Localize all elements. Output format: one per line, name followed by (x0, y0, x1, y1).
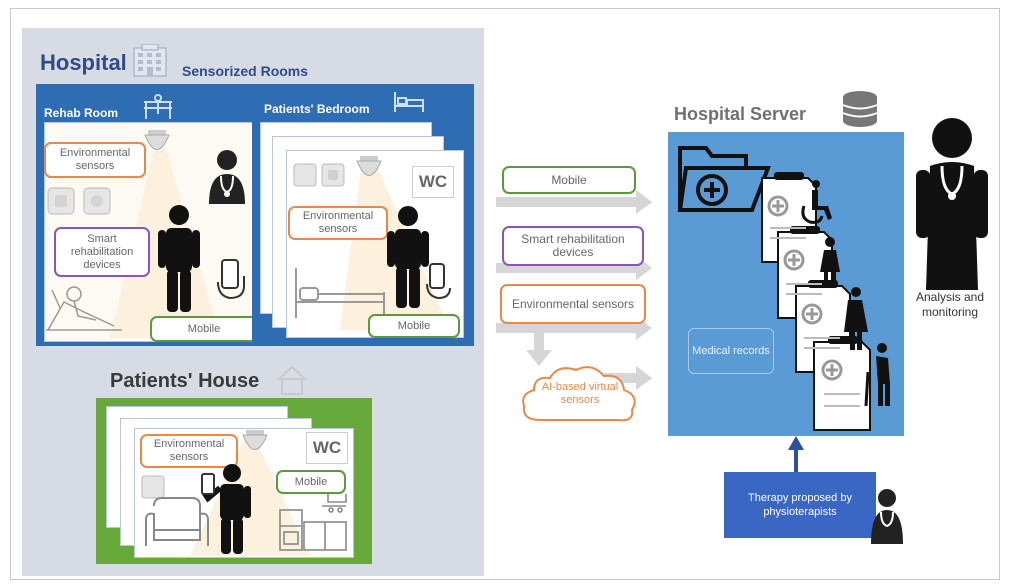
rehab-exercise-bike-icon (46, 286, 122, 331)
bedroom-wc-sign: WC (412, 166, 454, 198)
medical-folder-icon (677, 146, 771, 212)
hand-phone-icon (217, 259, 245, 300)
bedroom-mobile-label: Mobile (368, 314, 460, 338)
ai-virtual-sensors-label: AI-based virtual sensors (541, 381, 619, 406)
flow-smart-devices-label: Smart rehabilitation devices (502, 226, 644, 266)
hospital-title: Hospital (40, 50, 127, 75)
rehab-smart-devices-label: Smart rehabilitation devices (54, 227, 150, 277)
rehab-room-title: Rehab Room (44, 106, 119, 120)
rehab-environmental-sensors-label: Environmental sensors (44, 142, 146, 178)
bedroom-hand-phone-icon (426, 263, 451, 300)
house-ceiling-sensor-icon (242, 430, 268, 450)
physiotherapist-icon (871, 489, 903, 544)
therapy-proposed-box: Therapy proposed by physioterapists (724, 472, 876, 538)
ceiling-sensor-icon (144, 130, 170, 150)
flow-mobile-label: Mobile (502, 166, 636, 194)
bedroom-bed-icon (295, 268, 385, 318)
ai-virtual-sensors-cloud (522, 366, 636, 422)
medical-records-label: Medical records (688, 328, 774, 374)
bed-icon (394, 92, 424, 112)
house-wc-sign: WC (306, 432, 348, 464)
patient-icon (158, 205, 200, 312)
database-icon (842, 91, 878, 127)
bedroom-ceiling-sensor-icon (356, 156, 382, 176)
wall-sensors-icon (47, 187, 111, 215)
kitchen-icon (279, 494, 347, 551)
monitoring-doctor-icon (916, 118, 988, 290)
flow-environmental-sensors-label: Environmental sensors (500, 284, 646, 324)
therapy-up-arrow (788, 436, 804, 474)
medical-records-stack (761, 172, 890, 431)
bedroom-wall-sensors-icon (293, 163, 345, 187)
sofa-icon (145, 497, 209, 546)
hospital-server-title: Hospital Server (674, 104, 807, 124)
house-mobile-label: Mobile (276, 470, 346, 494)
bedroom-title: Patients' Bedroom (264, 102, 370, 116)
sensorized-rooms-title: Sensorized Rooms (182, 63, 309, 79)
bedroom-patient-icon (387, 206, 429, 308)
rehab-mobile-label: Mobile (150, 316, 258, 342)
doctor-icon (209, 150, 245, 204)
analysis-monitoring-label: Analysis and monitoring (915, 290, 985, 319)
house-wall-sensor-icon (141, 475, 165, 499)
house-icon (277, 365, 307, 395)
house-patient-icon (201, 464, 251, 554)
bedroom-environmental-sensors-label: Environmental sensors (288, 206, 388, 240)
patients-house-title: Patients' House (110, 370, 260, 392)
house-environmental-sensors-label: Environmental sensors (140, 434, 238, 468)
rehab-parallel-bars-icon (144, 94, 172, 119)
hospital-building-icon (133, 44, 167, 77)
